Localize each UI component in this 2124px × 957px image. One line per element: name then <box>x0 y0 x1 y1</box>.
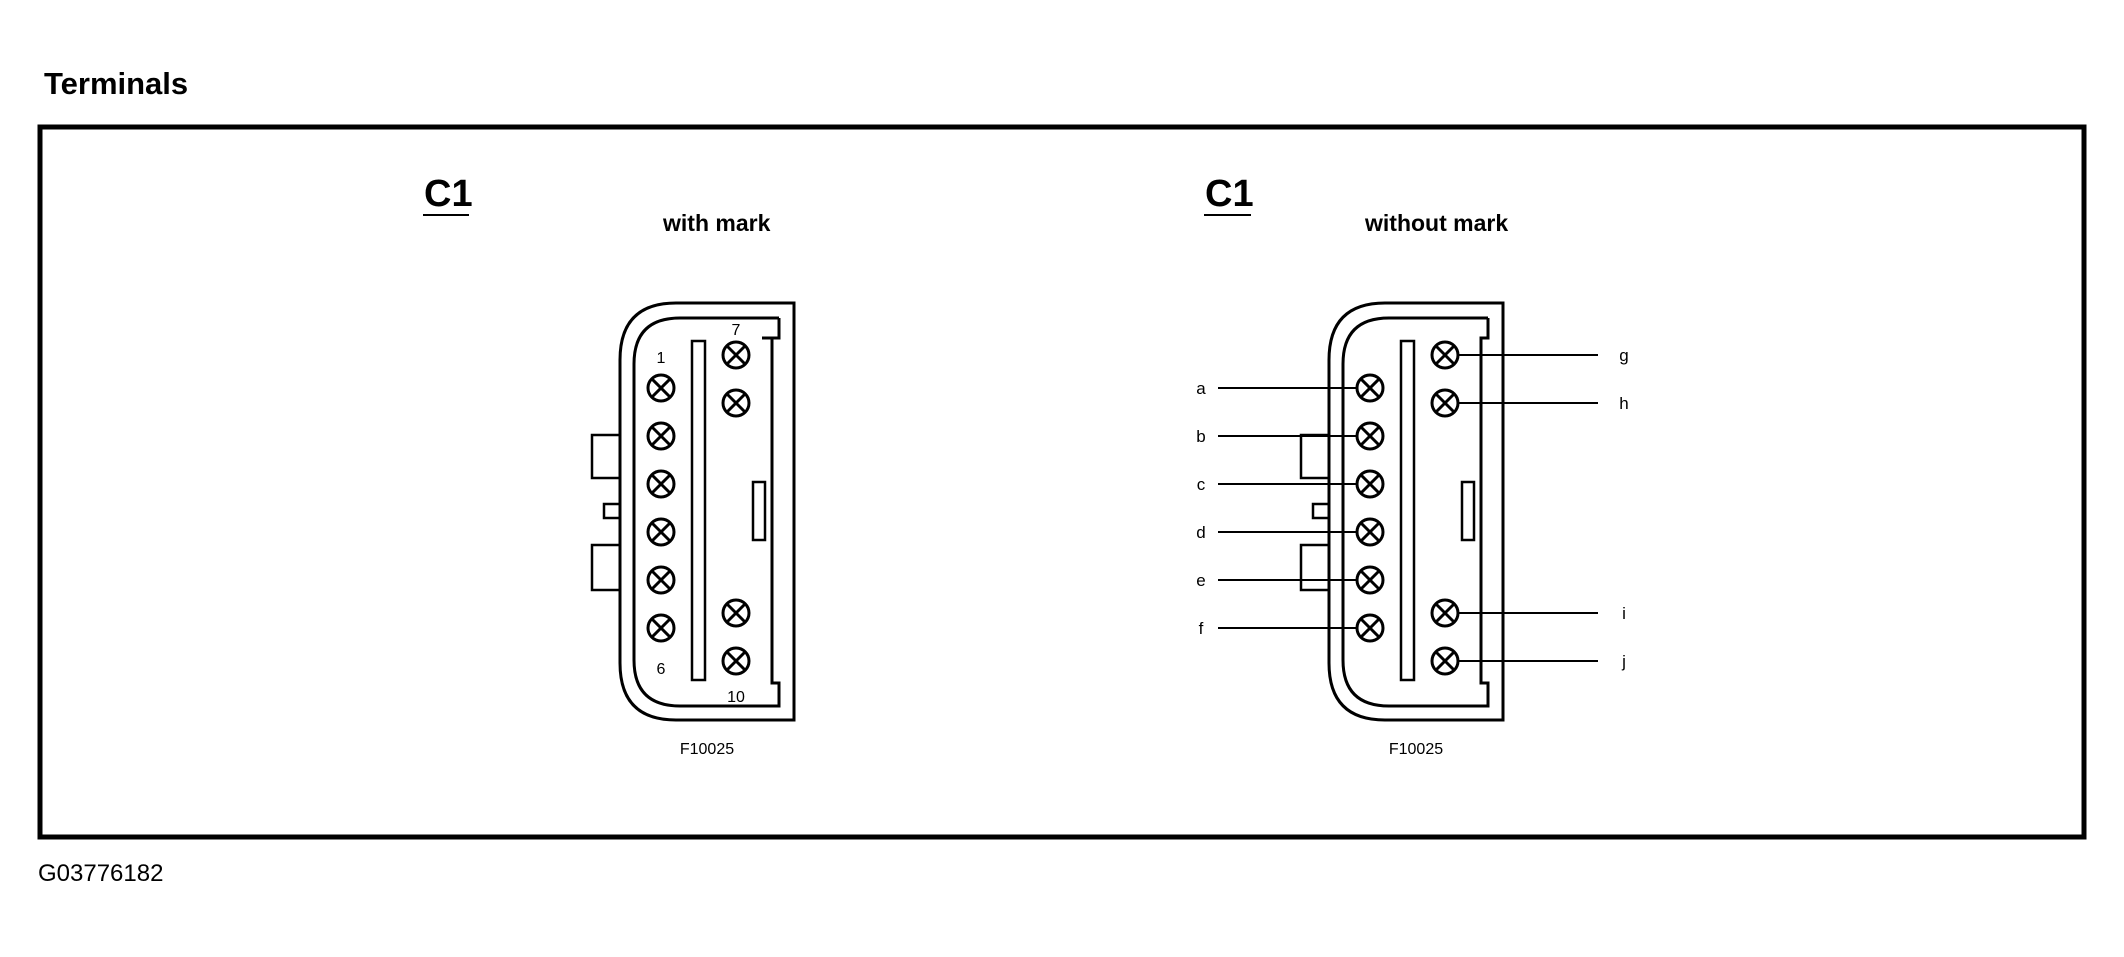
terminal-label-a: a <box>1196 379 1206 398</box>
connector-center-rib <box>690 339 707 682</box>
pin-group <box>646 340 751 676</box>
connector-left-tab-lower <box>1299 543 1331 592</box>
pin-number-10: 10 <box>727 689 745 706</box>
terminal-label-j: j <box>1621 652 1626 671</box>
terminal-pin-1 <box>1355 373 1385 403</box>
connector-caption: without mark <box>1364 210 1508 236</box>
terminal-pin-6 <box>646 613 676 643</box>
terminal-label-e: e <box>1196 571 1205 590</box>
terminal-pin-4 <box>646 517 676 547</box>
connector-left-tab-upper <box>590 433 622 480</box>
connector-right-latch <box>1460 480 1476 542</box>
terminal-pin-7 <box>1430 340 1460 370</box>
terminal-pin-6 <box>1355 613 1385 643</box>
terminal-pin-2 <box>646 421 676 451</box>
terminal-label-i: i <box>1622 604 1626 623</box>
terminal-pin-9 <box>721 598 751 628</box>
connector-without-mark: C1 without mark a b c d e f g h i j F10025 <box>1196 173 1628 758</box>
pin-group <box>1355 340 1460 676</box>
terminal-pin-3 <box>1355 469 1385 499</box>
connector-right-latch <box>751 480 767 542</box>
connector-left-tab-small <box>602 502 622 520</box>
terminal-pin-3 <box>646 469 676 499</box>
connector-housing-outer <box>1327 301 1505 722</box>
page-title: Terminals <box>44 66 189 101</box>
connector-center-rib <box>1399 339 1416 682</box>
terminal-label-h: h <box>1619 394 1628 413</box>
pin-number-1: 1 <box>657 350 666 367</box>
connector-with-mark: C1 with mark 1 6 7 10 F10025 <box>423 173 796 758</box>
terminal-label-d: d <box>1196 523 1205 542</box>
pin-number-7: 7 <box>732 322 741 339</box>
terminal-pin-10 <box>1430 646 1460 676</box>
connector-left-tab-small <box>1311 502 1331 520</box>
connector-left-tab-lower <box>590 543 622 592</box>
terminal-pin-2 <box>1355 421 1385 451</box>
terminal-pin-5 <box>646 565 676 595</box>
diagram-frame <box>37 124 2087 840</box>
connector-housing-outer <box>618 301 796 722</box>
terminal-label-c: c <box>1197 475 1206 494</box>
terminal-pin-8 <box>721 388 751 418</box>
terminal-pin-1 <box>646 373 676 403</box>
terminal-pin-9 <box>1430 598 1460 628</box>
connector-caption: with mark <box>662 210 771 236</box>
part-number: F10025 <box>680 741 734 758</box>
part-number: F10025 <box>1389 741 1443 758</box>
pin-number-6: 6 <box>657 661 666 678</box>
connector-housing-inner <box>632 316 781 708</box>
terminal-label-f: f <box>1199 619 1204 638</box>
terminal-pin-10 <box>721 646 751 676</box>
connector-left-tab-upper <box>1299 433 1331 480</box>
figure-id: G03776182 <box>38 860 164 887</box>
terminal-label-g: g <box>1619 346 1628 365</box>
terminal-label-b: b <box>1196 427 1205 446</box>
terminal-pin-8 <box>1430 388 1460 418</box>
terminal-pin-5 <box>1355 565 1385 595</box>
connector-name: C1 <box>424 173 473 215</box>
leader-line-group: a b c d e f g h i j <box>1196 346 1628 671</box>
terminal-pin-4 <box>1355 517 1385 547</box>
connector-housing-inner <box>1341 316 1490 708</box>
connector-name: C1 <box>1205 173 1254 215</box>
terminal-pin-7 <box>721 340 751 370</box>
